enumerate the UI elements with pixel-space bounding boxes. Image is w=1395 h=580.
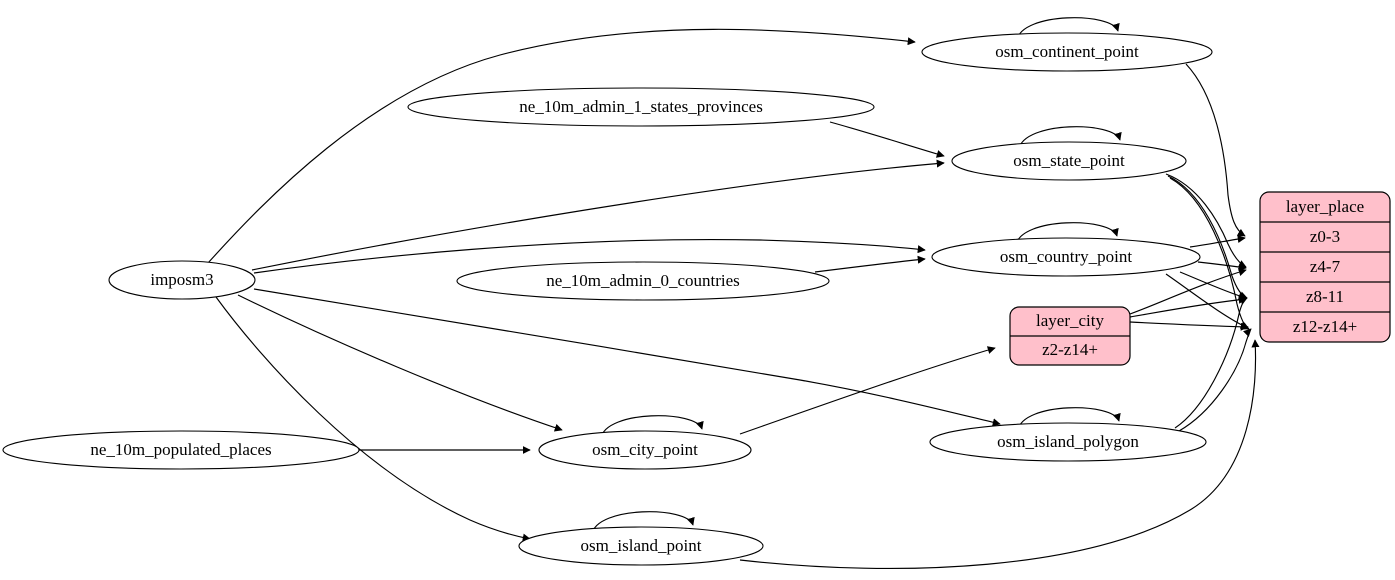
node-layer: imposm3 ne_10m_admin_1_states_provinces … — [2, 32, 1213, 566]
node-ne-10m-admin-1-states-provinces[interactable]: ne_10m_admin_1_states_provinces — [407, 87, 875, 127]
edge-osm-country-point-to-layer-place-z4-7 — [1197, 261, 1247, 271]
edge-osm-country-point-to-layer-place-z12-z14 — [1165, 273, 1249, 329]
record-node-layer-city[interactable]: layer_city z2-z14+ — [1009, 306, 1131, 366]
edge-osm-country-point-self-loop — [1015, 222, 1119, 246]
node-imposm3[interactable]: imposm3 — [108, 260, 256, 300]
edge-imposm3-to-osm-state-point — [251, 159, 945, 271]
edge-osm-country-point-to-layer-place-z0-3 — [1189, 234, 1246, 248]
record-node-layer-place[interactable]: layer_place z0-3 z4-7 z8-11 z12-z14+ — [1259, 191, 1391, 343]
edge-osm-state-point-to-layer-place-z8-11 — [1167, 175, 1248, 300]
edge-osm-island-polygon-to-layer-place-z12-z14 — [1178, 328, 1252, 432]
node-osm-island-point[interactable]: osm_island_point — [518, 526, 764, 566]
edge-states-provinces-to-osm-state-point — [829, 121, 945, 158]
node-ne-10m-populated-places[interactable]: ne_10m_populated_places — [2, 430, 360, 470]
node-osm-city-point[interactable]: osm_city_point — [538, 430, 752, 470]
node-osm-state-point[interactable]: osm_state_point — [951, 141, 1187, 181]
edge-imposm3-to-osm-city-point — [237, 294, 563, 432]
edge-imposm3-to-osm-island-polygon — [253, 288, 1001, 427]
edge-osm-island-polygon-self-loop — [1017, 407, 1121, 431]
edge-osm-state-point-to-layer-place-z4-7 — [1165, 173, 1247, 268]
edge-osm-island-point-self-loop — [591, 511, 695, 535]
edge-osm-continent-point-to-layer-place-z0-3 — [1185, 63, 1246, 237]
node-osm-continent-point[interactable]: osm_continent_point — [921, 32, 1213, 72]
edge-admin-0-countries-to-osm-country-point — [814, 255, 926, 273]
node-osm-island-polygon[interactable]: osm_island_polygon — [929, 422, 1207, 462]
table-layer: layer_place z0-3 z4-7 z8-11 z12-z14+ lay… — [1009, 191, 1391, 366]
edge-imposm3-to-osm-continent-point — [207, 28, 916, 264]
edge-osm-island-point-to-layer-place-z12-z14 — [739, 339, 1260, 570]
edge-osm-state-point-self-loop — [1018, 126, 1122, 150]
edge-osm-city-point-to-layer-city-z2-z14 — [739, 346, 996, 435]
edge-imposm3-to-osm-country-point — [253, 238, 926, 274]
node-osm-country-point[interactable]: osm_country_point — [931, 237, 1201, 277]
edge-osm-island-polygon-to-layer-place-z8-11 — [1174, 297, 1248, 429]
edge-imposm3-to-osm-island-point — [215, 296, 531, 542]
node-ne-10m-admin-0-countries[interactable]: ne_10m_admin_0_countries — [456, 261, 830, 301]
edge-osm-city-point-self-loop — [600, 415, 704, 439]
edge-layer-city-to-layer-place-z4-7 — [1129, 268, 1247, 315]
edge-layer — [207, 17, 1260, 570]
edge-layer-city-to-layer-place-z8-11 — [1129, 295, 1247, 318]
edge-layer-city-to-layer-place-z12-z14 — [1129, 321, 1249, 331]
edge-osm-continent-point-self-loop — [1016, 17, 1120, 41]
